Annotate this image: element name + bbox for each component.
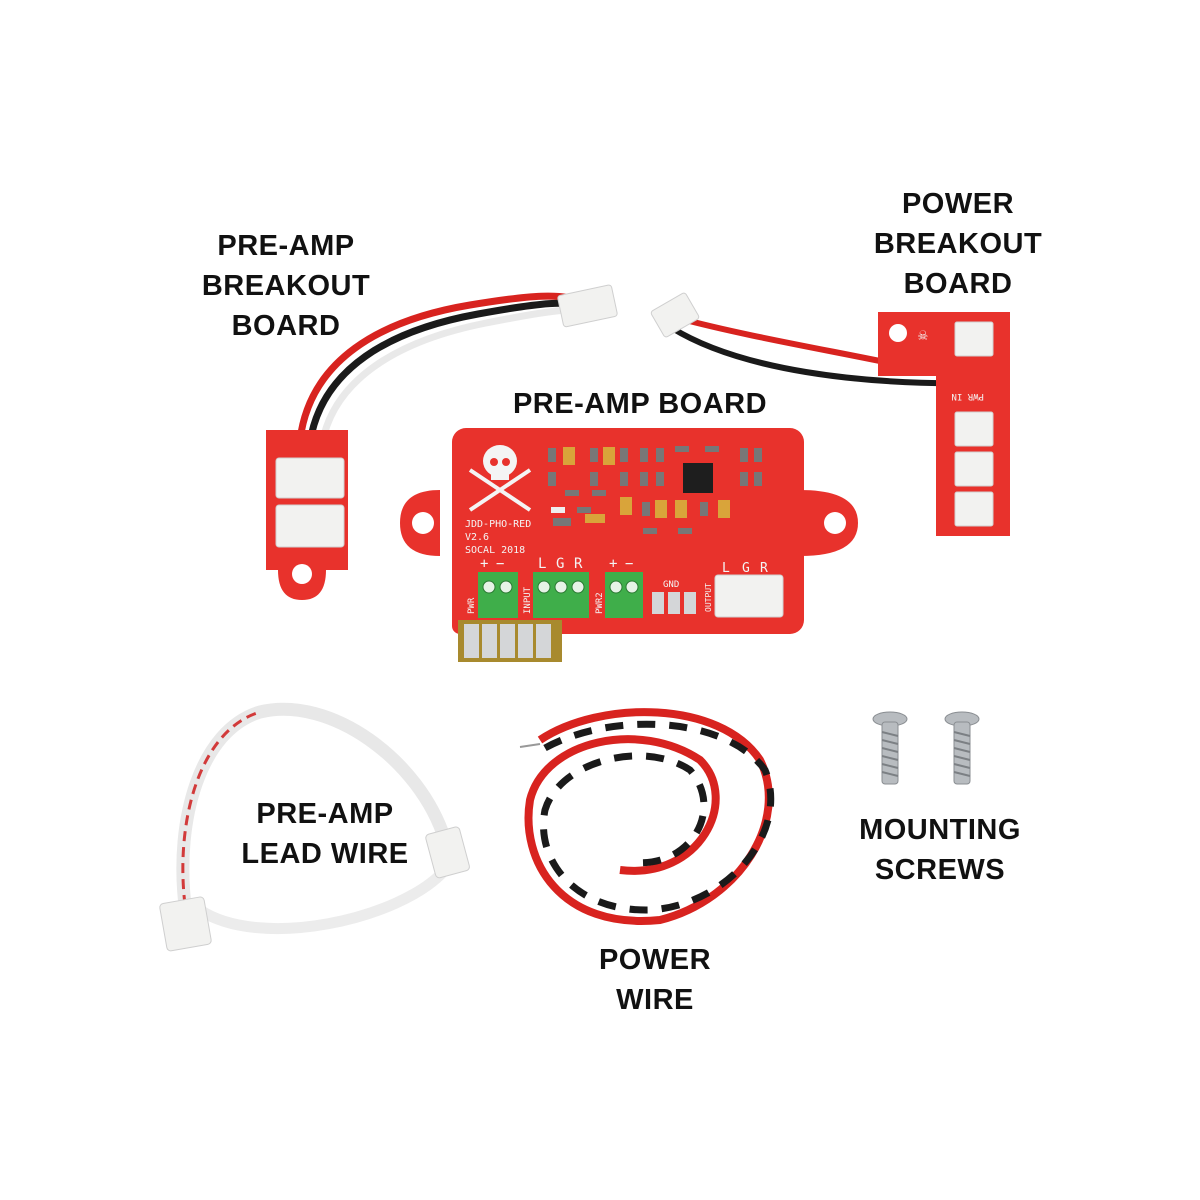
output-g-mark: G: [742, 561, 750, 576]
lead-wire-bundle-bottom: [196, 866, 450, 934]
preamp-left-mount-hole: [412, 512, 434, 534]
label-line: SCREWS: [874, 854, 1006, 886]
lead-wire-connector-left: [159, 896, 212, 952]
mounting-screws-label: MOUNTING SCREWS: [840, 810, 1040, 890]
smd-components: [548, 446, 762, 534]
breakout-connector-bottom: [275, 504, 345, 548]
label-line: BREAKOUT: [873, 228, 1043, 260]
power-wire-stripped-end: [519, 743, 541, 748]
pwr-label: PWR: [467, 597, 477, 614]
label-line: BREAKOUT: [201, 270, 371, 302]
pwr2-terminal-block: [605, 572, 643, 618]
label-line: WIRE: [616, 984, 694, 1016]
label-line: PRE-AMP BOARD: [512, 388, 768, 420]
board-origin-text: SOCAL 2018: [465, 545, 525, 556]
pwr-terminal-block: [478, 572, 518, 618]
power-wire: [519, 708, 775, 925]
gnd-label: GND: [663, 580, 679, 590]
output-l-mark: L: [722, 561, 730, 576]
input-r-mark: R: [574, 556, 583, 572]
power-breakout-pwr-in-label: PWR IN: [951, 391, 984, 401]
power-breakout-output-connector-3: [954, 411, 994, 447]
power-breakout-mount-hole: [889, 324, 907, 342]
label-line: POWER: [598, 944, 712, 976]
output-label: OUTPUT: [704, 583, 713, 612]
pwr-plus-mark: +: [480, 556, 488, 572]
pwr2-plus-mark: +: [609, 556, 617, 572]
power-breakout-output-connector-1: [954, 491, 994, 527]
breakout-connector-top: [275, 457, 345, 499]
label-line: POWER: [901, 188, 1015, 220]
power-wire-label: POWER WIRE: [555, 940, 755, 1020]
gnd-pads: [652, 592, 696, 614]
pwr2-label: PWR2: [595, 592, 605, 614]
skull-crossbones-icon: [468, 445, 532, 512]
power-breakout-input-connector: [954, 321, 994, 357]
power-breakout-wire-connector: [650, 292, 700, 338]
mounting-screw-2: [944, 711, 980, 785]
input-terminal-block: [533, 572, 589, 618]
breakout-wire-connector: [557, 284, 618, 328]
preamp-lead-wire-label: PRE-AMP LEAD WIRE: [225, 794, 425, 874]
mounting-screw-1: [872, 711, 908, 785]
power-breakout-board-label: POWER BREAKOUT BOARD: [858, 184, 1058, 304]
preamp-lead-wire: [159, 702, 470, 952]
pwr-minus-mark: −: [496, 556, 504, 572]
output-connector: [714, 574, 784, 618]
label-line: BOARD: [903, 268, 1013, 300]
power-breakout-black-wire: [670, 325, 976, 387]
preamp-breakout-board: [266, 284, 618, 600]
label-line: LEAD WIRE: [241, 838, 409, 870]
output-r-mark: R: [760, 561, 768, 576]
power-breakout-output-connector-2: [954, 451, 994, 487]
preamp-board-label: PRE-AMP BOARD: [480, 384, 800, 424]
power-breakout-skull-icon: ☠: [918, 325, 928, 344]
input-l-mark: L: [538, 556, 546, 572]
preamp-edge-pads: [464, 624, 551, 658]
pwr2-minus-mark: −: [625, 556, 633, 572]
input-label: INPUT: [523, 586, 533, 614]
power-wire-red: [524, 708, 773, 925]
label-line: PRE-AMP: [217, 230, 355, 262]
lead-wire-connector-right: [425, 826, 470, 879]
board-model-text: JDD-PHO-RED: [465, 519, 531, 530]
preamp-board: JDD-PHO-RED V2.6 SOCAL 2018: [400, 428, 858, 662]
lead-wire-red-stripe: [181, 710, 261, 906]
label-line: MOUNTING: [859, 814, 1021, 846]
input-g-mark: G: [556, 556, 564, 572]
op-amp-ic: [683, 463, 713, 493]
board-version-text: V2.6: [465, 532, 489, 543]
preamp-breakout-board-label: PRE-AMP BREAKOUT BOARD: [186, 226, 386, 346]
label-line: BOARD: [231, 310, 341, 342]
power-breakout-board: ☠ PWR IN: [650, 292, 1010, 536]
label-line: PRE-AMP: [256, 798, 394, 830]
breakout-mount-hole: [292, 564, 312, 584]
preamp-right-mount-hole: [824, 512, 846, 534]
